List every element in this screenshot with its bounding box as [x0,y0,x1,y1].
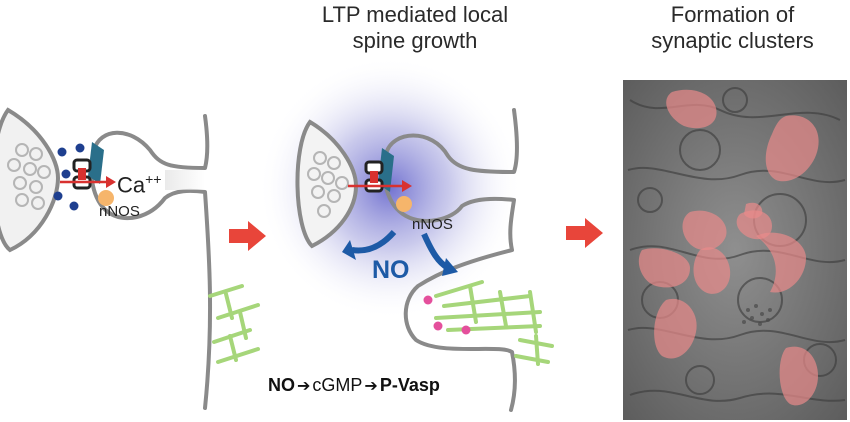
calcium-arrowhead-middle [402,180,412,192]
vesicles-left [7,143,51,210]
calcium-arrowhead-left [106,176,116,188]
calcium-text: Ca [117,172,146,198]
receptor-teal-left [88,142,104,184]
left-panel [0,107,260,410]
pathway-arrow-2: ➔ [364,378,378,395]
no-arrowhead-right [442,258,458,276]
pathway-arrow-1: ➔ [297,378,311,395]
vesicles-middle [307,151,349,218]
pathway-step-pvasp: P-Vasp [379,375,440,395]
transition-arrow-1 [229,221,266,251]
receptor-red-left [78,168,86,180]
title-middle-line1: LTP mediated local [321,2,509,27]
spine-neck-fill-left [165,170,205,190]
dendritic-spine-middle [382,108,519,412]
nnos-label-left: nNOS [99,203,140,220]
neurotransmitter-dots-left [53,143,85,211]
actin-filaments-left [208,284,260,364]
title-right-line1: Formation of [670,2,795,27]
pathway-step-cgmp: cGMP [312,375,363,395]
nnos-label-middle: nNOS [412,216,453,233]
calcium-charge: ++ [145,171,162,187]
no-arrowhead-left [342,240,356,260]
dendritic-spine-left [89,114,213,410]
title-right-line2: synaptic clusters [651,28,814,53]
nnos-left [98,190,114,206]
title-ltp-spine-growth: LTP mediated local spine growth [270,2,560,54]
pink-dots [423,295,471,335]
right-panel [623,80,847,420]
middle-panel [258,56,554,412]
receptor-red-middle [370,171,378,183]
synaptic-cluster-highlights [638,89,819,406]
title-synaptic-clusters: Formation of synaptic clusters [615,2,850,54]
title-middle-line2: spine growth [352,28,478,53]
nnos-middle [396,196,412,212]
em-vesicle-cluster [742,304,772,326]
signaling-pathway: NO➔cGMP➔P-Vasp [268,375,440,396]
presynaptic-terminal-left [0,107,61,253]
calcium-label: Ca++ [117,171,161,198]
no-label: NO [372,256,410,284]
pathway-step-no: NO [268,375,295,395]
no-arrow-left [351,229,397,254]
transition-arrow-2 [566,218,603,248]
